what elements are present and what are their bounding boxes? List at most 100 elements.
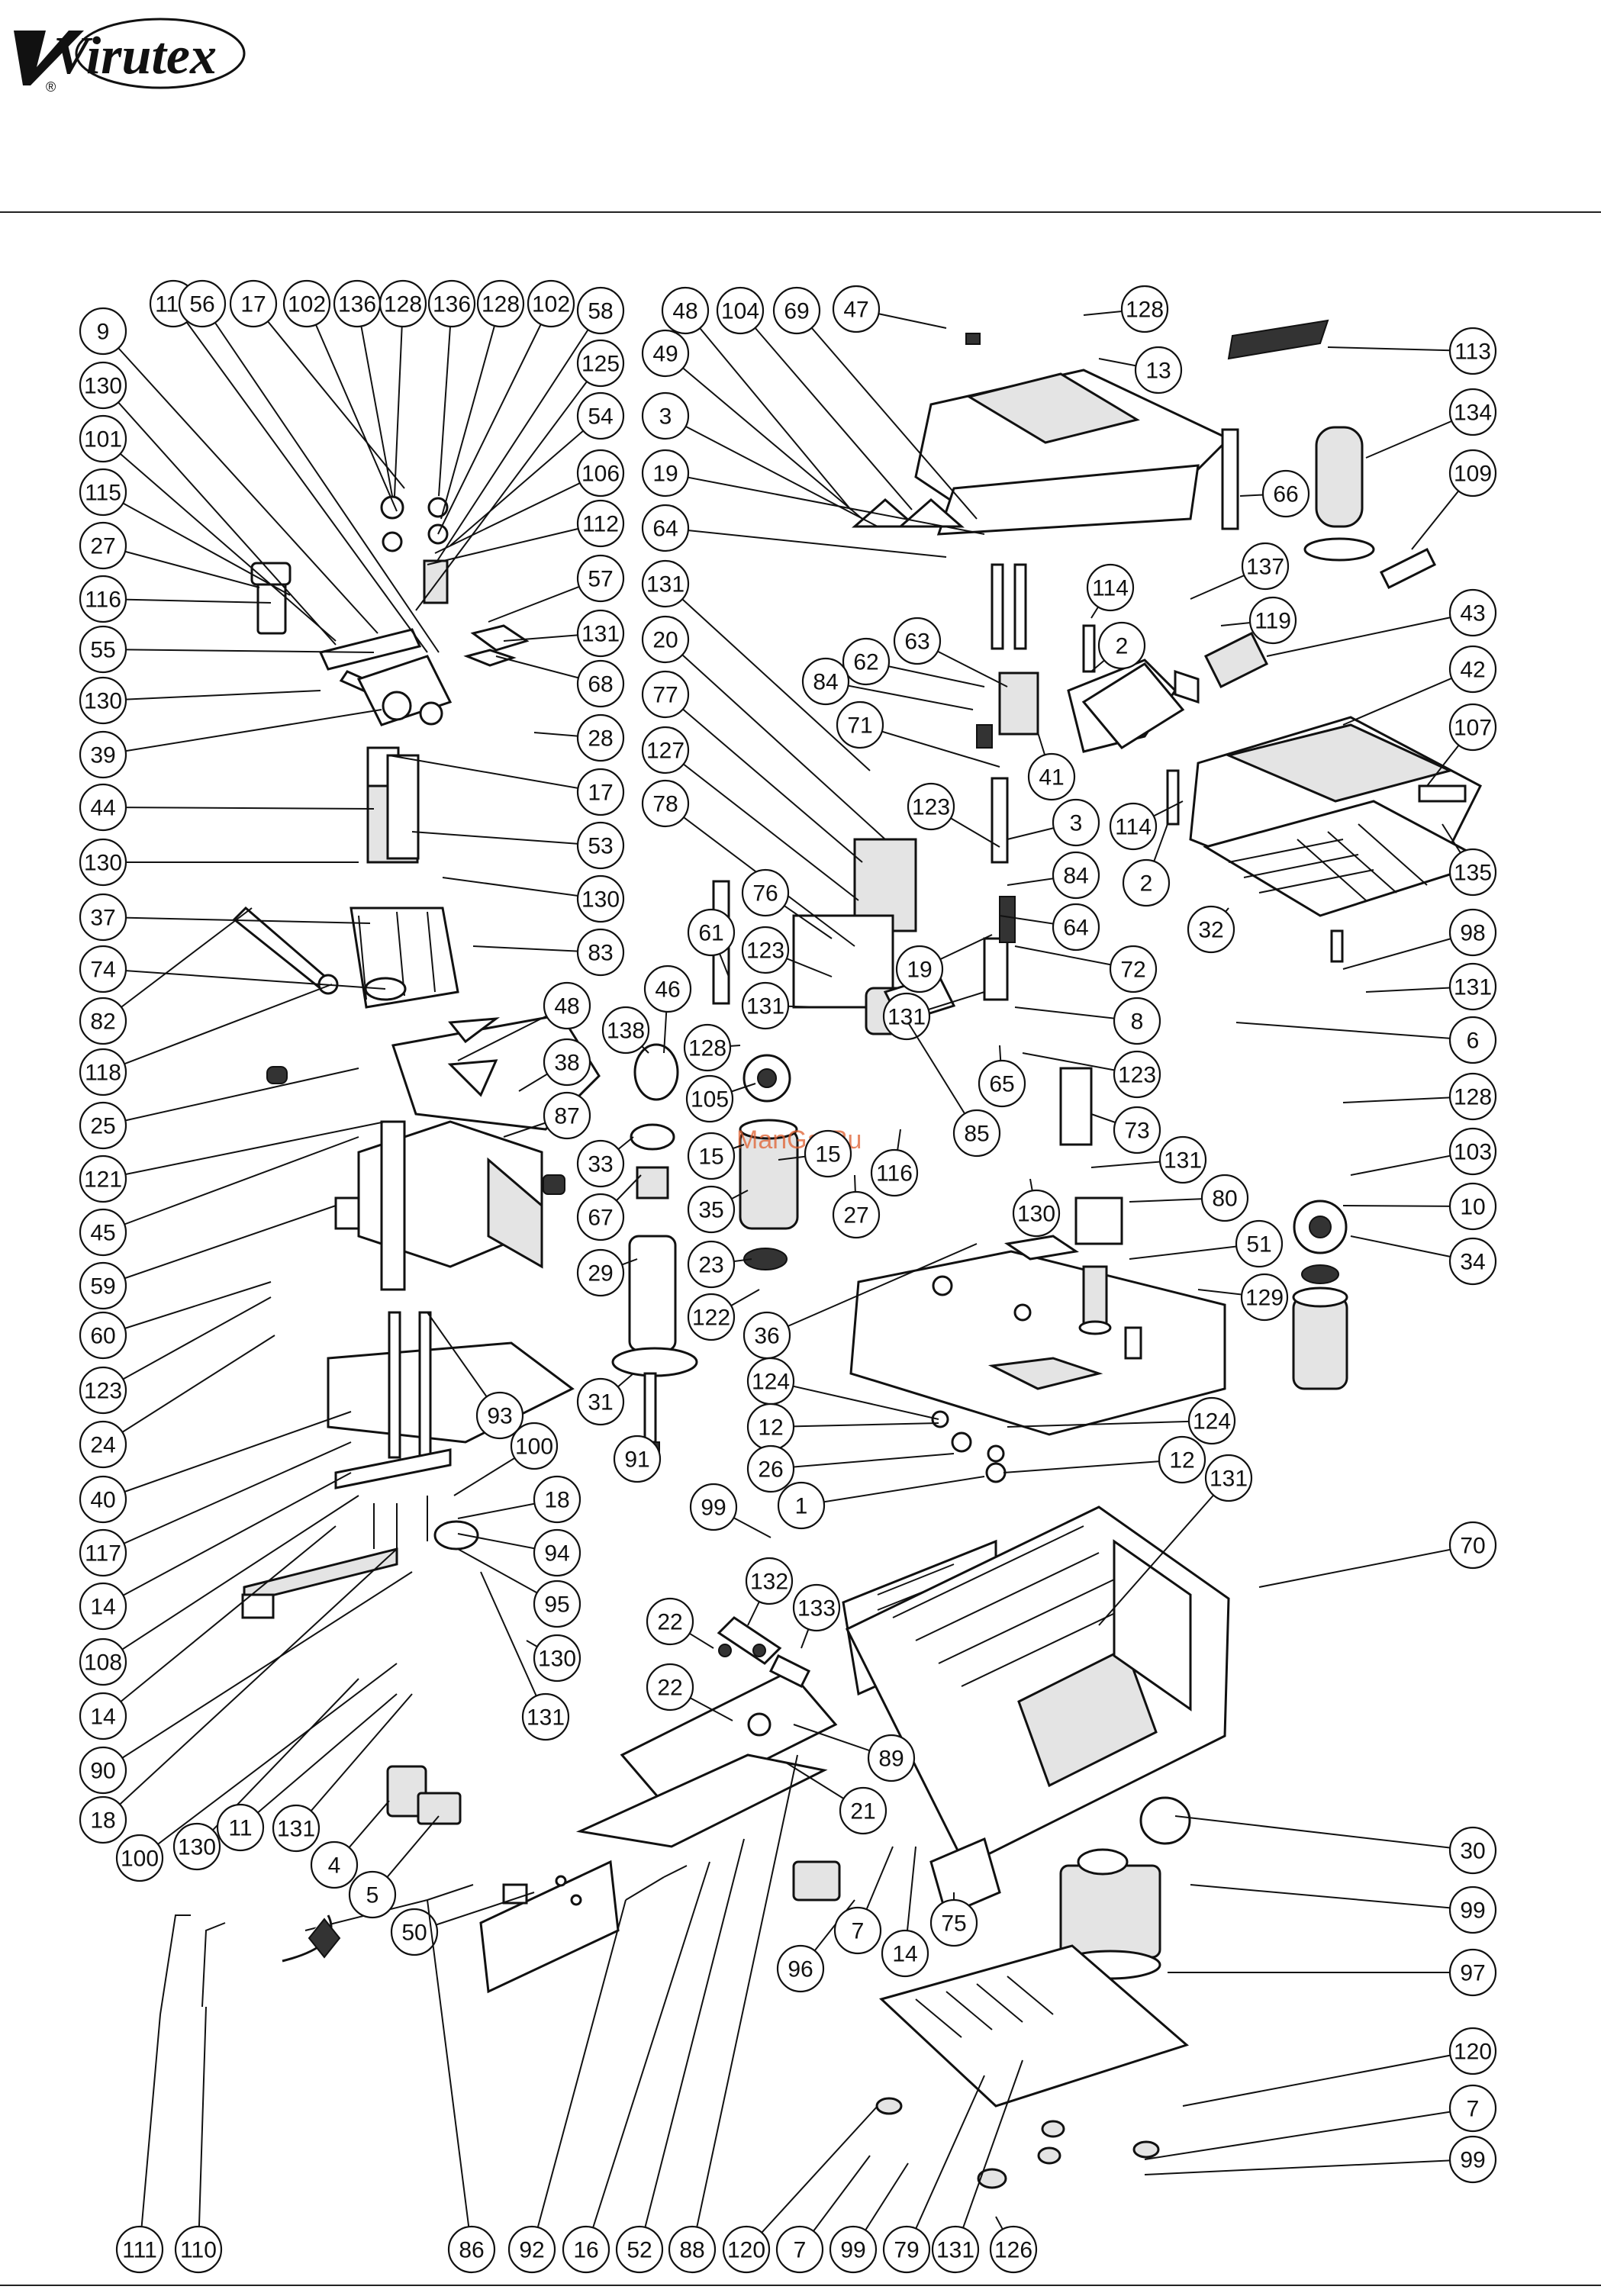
callout-leader-line bbox=[691, 1754, 798, 2250]
callout-circle bbox=[576, 821, 625, 870]
callout-26: 26 bbox=[746, 1444, 955, 1493]
callout-label: 106 bbox=[581, 462, 620, 487]
callout-circle bbox=[576, 928, 625, 977]
callout-label: 82 bbox=[90, 1010, 115, 1035]
callout-label: 48 bbox=[672, 299, 697, 324]
callout-label: 18 bbox=[544, 1488, 569, 1513]
callout-circle bbox=[79, 1692, 127, 1741]
callout-label: 37 bbox=[90, 906, 115, 931]
callout-leader-line bbox=[436, 310, 601, 562]
callout-label: 98 bbox=[1460, 921, 1485, 946]
callout-circle bbox=[79, 521, 127, 570]
callout-circle bbox=[839, 1786, 887, 1835]
callout-leader-line bbox=[356, 303, 393, 497]
callout-label: 62 bbox=[853, 650, 878, 675]
callout-28: 28 bbox=[533, 713, 625, 762]
callout-label: 89 bbox=[878, 1747, 904, 1772]
callout-label: 116 bbox=[85, 588, 121, 613]
callout-circle bbox=[115, 2225, 164, 2274]
callout-circle bbox=[79, 945, 127, 993]
callout-label: 12 bbox=[1169, 1448, 1194, 1473]
callout-leader-line bbox=[306, 303, 398, 512]
callout-circle bbox=[1113, 997, 1161, 1045]
callout-78: 78 bbox=[641, 779, 855, 947]
callout-leader-line bbox=[1327, 346, 1474, 352]
callout-circle bbox=[687, 1293, 736, 1341]
callout-circle bbox=[689, 1483, 738, 1531]
callout-circle bbox=[576, 659, 625, 708]
callout-label: 35 bbox=[698, 1198, 723, 1223]
callout-leader-line bbox=[438, 303, 453, 497]
callout-leader-line bbox=[427, 523, 601, 565]
callout-circle bbox=[641, 391, 690, 440]
callout-62: 62 bbox=[842, 637, 985, 688]
callout-circle bbox=[390, 1908, 439, 1956]
callout-leader-line bbox=[531, 1899, 627, 2250]
callout-126: 126 bbox=[989, 2216, 1038, 2274]
callout-45: 45 bbox=[79, 1136, 359, 1257]
callout-circle bbox=[1261, 469, 1310, 518]
callout-label: 136 bbox=[338, 292, 376, 317]
callout-label: 104 bbox=[721, 299, 759, 324]
callout-30: 30 bbox=[1174, 1815, 1497, 1875]
callout-23: 23 bbox=[687, 1240, 752, 1289]
callout-circle bbox=[1248, 596, 1297, 645]
callout-label: 18 bbox=[90, 1808, 115, 1834]
callout-circle bbox=[510, 1422, 559, 1470]
callout-label: 26 bbox=[758, 1457, 783, 1483]
callout-131: 131 bbox=[741, 981, 825, 1030]
callout-circle bbox=[79, 1475, 127, 1524]
callout-109: 109 bbox=[1411, 449, 1497, 550]
callout-circle bbox=[79, 1420, 127, 1469]
callout-label: 41 bbox=[1039, 765, 1064, 791]
callout-leader-line bbox=[139, 2014, 161, 2250]
callout-124: 124 bbox=[1007, 1396, 1236, 1445]
callout-102: 102 bbox=[282, 279, 398, 512]
callout-label: 130 bbox=[84, 851, 122, 876]
callout-circle bbox=[1448, 962, 1497, 1011]
callout-111: 111 bbox=[115, 2014, 164, 2274]
callout-circle bbox=[533, 1475, 581, 1524]
callout-label: 114 bbox=[1115, 815, 1152, 840]
brand-logo: Virutex ® bbox=[14, 18, 246, 95]
callout-circle bbox=[1158, 1135, 1207, 1184]
callout-label: 94 bbox=[544, 1541, 569, 1567]
callout-label: 131 bbox=[527, 1705, 565, 1731]
main-base-plate-part bbox=[849, 1250, 1226, 1436]
callout-79: 79 bbox=[882, 2075, 985, 2274]
callout-38: 38 bbox=[518, 1038, 591, 1092]
callout-51: 51 bbox=[1129, 1219, 1284, 1268]
callout-49: 49 bbox=[641, 329, 863, 520]
callout-leader-line bbox=[102, 907, 253, 1022]
callout-131: 131 bbox=[503, 609, 625, 658]
callout-19: 19 bbox=[641, 449, 985, 535]
callout-circle bbox=[952, 1109, 1001, 1158]
callout-circle bbox=[1200, 1174, 1249, 1222]
callout-leader-line bbox=[240, 1693, 398, 1828]
callout-circle bbox=[229, 279, 278, 328]
callout-91: 91 bbox=[613, 1435, 662, 1483]
callout-circle bbox=[776, 1944, 825, 1993]
callout-label: 130 bbox=[84, 689, 122, 714]
callout-leader-line bbox=[665, 353, 863, 520]
callout-circle bbox=[1113, 1106, 1161, 1154]
callout-label: 118 bbox=[85, 1061, 121, 1086]
label-part bbox=[1227, 319, 1329, 360]
callout-leader-line bbox=[415, 362, 601, 611]
callout-leader-line bbox=[665, 583, 871, 771]
callout-77: 77 bbox=[641, 670, 863, 863]
callout-circle bbox=[842, 637, 891, 686]
callout-88: 88 bbox=[668, 1754, 798, 2274]
callout-circle bbox=[893, 617, 942, 665]
callout-106: 106 bbox=[434, 449, 625, 554]
callout-69: 69 bbox=[772, 286, 978, 520]
callout-leader-line bbox=[139, 1663, 398, 1859]
callout-label: 127 bbox=[646, 739, 685, 764]
callout-circle bbox=[447, 2225, 496, 2274]
callout-label: 112 bbox=[582, 512, 619, 537]
callout-label: 6 bbox=[1467, 1029, 1480, 1054]
callout-label: 51 bbox=[1246, 1232, 1271, 1257]
callout-circle bbox=[79, 1208, 127, 1257]
callout-118: 118 bbox=[79, 984, 333, 1096]
callout-circle bbox=[1448, 1948, 1497, 1997]
